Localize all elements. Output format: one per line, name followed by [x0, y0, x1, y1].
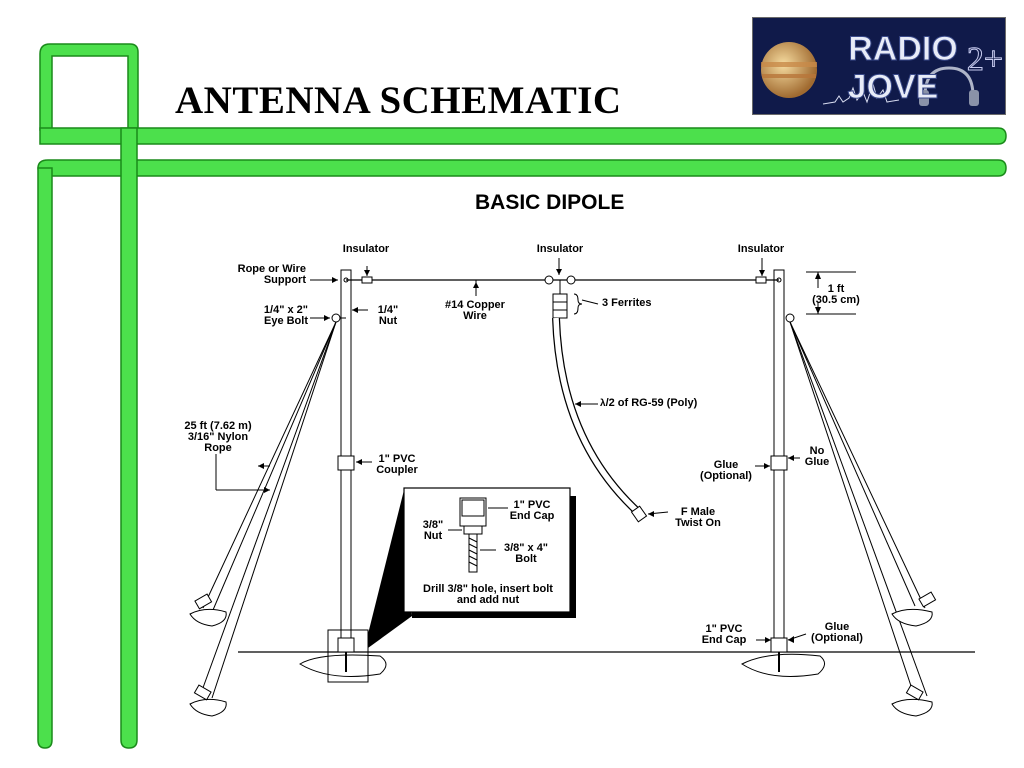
headphones-icon — [919, 66, 979, 106]
ground-anchor-right-top — [891, 591, 937, 627]
label-insulator-center: Insulator — [536, 243, 584, 255]
arrow-heads — [258, 269, 821, 643]
right-eye-bolt — [785, 313, 795, 323]
label-insulator-left: Insulator — [342, 243, 390, 255]
callout-wedge — [368, 490, 412, 648]
insulator-left-shape — [361, 276, 373, 284]
left-endcap — [337, 637, 355, 653]
label-glue-optional-left: Glue (Optional) — [700, 459, 752, 482]
diagram-title: BASIC DIPOLE — [475, 191, 625, 214]
left-mast — [327, 269, 369, 683]
mast-ground-mounds — [299, 653, 825, 677]
frame-square — [39, 43, 139, 131]
right-guy-ropes — [789, 321, 928, 699]
label-drill-instructions: Drill 3/8" hole, insert bolt and add nut — [423, 583, 553, 606]
label-ferrites: 3 Ferrites — [602, 297, 652, 309]
radio-spectrum-icon — [822, 82, 900, 105]
jupiter-icon — [761, 42, 817, 98]
endcap-detail-callout — [368, 487, 576, 648]
left-guy-ropes — [199, 321, 337, 699]
ground-anchor-left-bottom — [189, 684, 227, 717]
right-mast — [770, 269, 795, 672]
left-coupler — [337, 455, 355, 471]
frame-bar-top — [39, 127, 1007, 145]
insulator-right-shape — [755, 276, 767, 284]
logo-mark: 2+ — [967, 41, 1003, 78]
label-endcap-bottom: 1" PVC End Cap — [701, 623, 747, 646]
left-eye-bolt — [331, 313, 341, 323]
label-detail-nut: 3/8" Nut — [422, 519, 444, 542]
f-connector — [630, 505, 648, 523]
ground-anchor-right-bottom — [891, 684, 933, 717]
ferrites-shape — [552, 293, 568, 319]
frame-bar-middle — [37, 159, 1007, 177]
label-pvc-coupler: 1" PVC Coupler — [376, 453, 418, 476]
label-no-glue: No Glue — [804, 445, 830, 468]
detail-bolt-shape — [468, 533, 478, 573]
logo-line2: JOVE — [848, 68, 939, 106]
label-detail-endcap: 1" PVC End Cap — [509, 499, 555, 522]
detail-nut-shape — [463, 525, 483, 535]
label-height: 1 ft (30.5 cm) — [812, 283, 860, 306]
insulator-center-shape — [544, 275, 576, 296]
label-eye-bolt: 1/4" x 2" Eye Bolt — [263, 304, 308, 327]
label-nut: 1/4" Nut — [377, 304, 399, 327]
radio-jove-logo: RADIO JOVE 2+ — [752, 17, 1006, 115]
label-coax: λ/2 of RG-59 (Poly) — [600, 397, 698, 410]
label-copper-wire: #14 Copper Wire — [445, 299, 505, 322]
ground-anchor-left-top — [189, 593, 227, 627]
slide-title: ANTENNA SCHEMATIC — [175, 79, 622, 122]
label-insulator-right: Insulator — [737, 243, 785, 255]
frame-bar-inner — [120, 127, 138, 749]
logo-line1: RADIO — [848, 30, 958, 68]
right-coupler — [770, 455, 788, 471]
right-endcap — [770, 637, 788, 653]
label-nylon-rope: 25 ft (7.62 m) 3/16" Nylon Rope — [184, 420, 252, 454]
ferrite-brace — [573, 293, 583, 315]
label-f-male: F Male Twist On — [675, 506, 721, 529]
frame-bar-left — [37, 167, 53, 749]
coax-cable — [552, 317, 641, 515]
label-rope-support: Rope or Wire Support — [237, 263, 306, 286]
label-detail-bolt: 3/8" x 4" Bolt — [503, 542, 549, 565]
label-glue-optional-bottom: Glue (Optional) — [811, 621, 863, 644]
